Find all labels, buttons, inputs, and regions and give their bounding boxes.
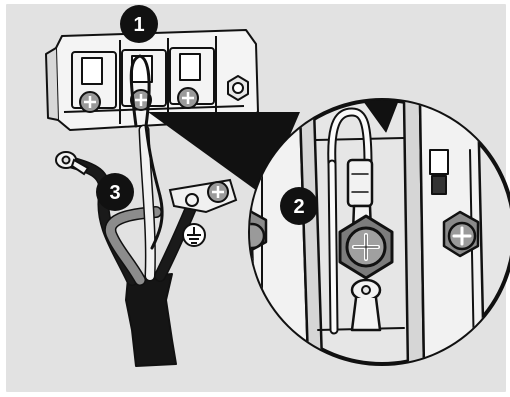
ground-symbol-icon xyxy=(182,223,206,247)
ground-screw-icon xyxy=(168,178,238,214)
screw-icon xyxy=(79,87,199,113)
callout-2: 2 xyxy=(280,187,318,225)
callout-1-number: 1 xyxy=(133,14,144,36)
callout-1: 1 xyxy=(120,5,158,43)
callout-2-number: 2 xyxy=(293,196,304,218)
ring-terminal-icon xyxy=(55,151,90,176)
magnifier-circle-icon xyxy=(248,98,510,366)
callout-3-number: 3 xyxy=(109,182,120,204)
callout-3: 3 xyxy=(96,173,134,211)
